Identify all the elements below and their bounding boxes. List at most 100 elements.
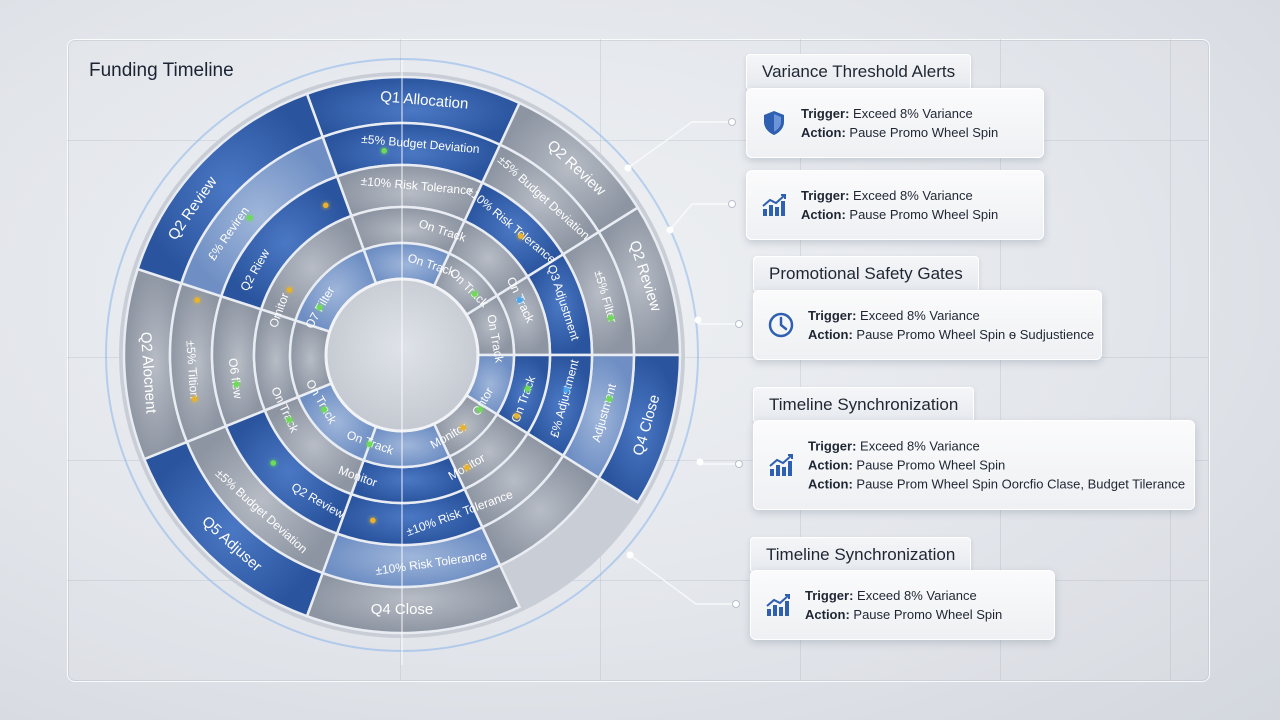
- rule-value: Exceed 8% Variance: [849, 188, 973, 203]
- rule-value: Pause Promo Wheel Spin: [849, 607, 1003, 622]
- panel-heading: Promotional Safety Gates: [753, 256, 979, 292]
- connector-line: [629, 554, 736, 605]
- panel-heading: Timeline Synchronization: [750, 537, 972, 573]
- status-dot: [607, 315, 614, 321]
- status-dot: [513, 413, 520, 419]
- rule-key: Trigger:: [805, 588, 854, 603]
- rule-key: Action:: [805, 607, 850, 622]
- trend-chart-icon: [766, 450, 796, 480]
- rule-line: Trigger: Exceed 8% Variance: [801, 186, 998, 205]
- connector-line: [697, 319, 739, 325]
- status-dot: [322, 202, 329, 209]
- grid-line: [1170, 39, 1171, 680]
- connector-node: [666, 226, 674, 234]
- rule-line: Action: Pause Promo Wheel Spin ѳ Sudjust…: [808, 325, 1094, 344]
- rule-line: Trigger: Exceed 8% Variance: [801, 104, 998, 123]
- rule-line: Action: Pause Promo Wheel Spin: [808, 456, 1185, 475]
- connector-node: [696, 458, 704, 466]
- rule-key: Action:: [801, 207, 846, 222]
- rule-value: Pause Prom Wheel Spin Oorcfio Clase, Bud…: [852, 476, 1186, 492]
- status-dot: [270, 460, 277, 466]
- clock-icon: [766, 310, 796, 340]
- status-dot: [563, 387, 570, 393]
- connector-node: [626, 551, 634, 559]
- wheel-label: Q2 Alocnent: [137, 331, 160, 415]
- rule-line: Trigger: Exceed 8% Variance: [808, 306, 1094, 325]
- status-dot: [321, 406, 327, 413]
- status-dot: [460, 424, 466, 431]
- rule-value: Pause Promo Wheel Spin: [852, 457, 1006, 473]
- panel-heading: Variance Threshold Alerts: [746, 54, 972, 90]
- connector-node: [694, 316, 702, 324]
- rule-value: Pause Promo Wheel Spin: [845, 207, 999, 222]
- status-dot: [471, 291, 478, 297]
- rule-line: Action: Pause Prom Wheel Spin Oorcfio Cl…: [808, 475, 1185, 494]
- connector-node: [732, 600, 740, 608]
- panel-heading: Timeline Synchronization: [753, 387, 975, 423]
- status-dot: [191, 396, 198, 402]
- status-dot: [524, 385, 531, 392]
- connector-line: [669, 203, 732, 231]
- rule-line: Action: Pause Promo Wheel Spin: [801, 123, 998, 142]
- wheel-label: O6 flew: [226, 357, 246, 400]
- rule-key: Trigger:: [808, 438, 857, 454]
- rule-key: Action:: [801, 125, 846, 140]
- rule-value: Exceed 8% Variance: [856, 308, 980, 323]
- shield-icon: [759, 108, 789, 138]
- status-dot: [233, 381, 240, 387]
- connector-line: [627, 121, 732, 169]
- rule-key: Action:: [808, 457, 853, 473]
- rule-line: Action: Pause Promo Wheel Spin: [805, 605, 1002, 624]
- status-dot: [246, 215, 253, 221]
- status-dot: [477, 406, 483, 413]
- status-dot: [370, 517, 376, 524]
- rule-value: Exceed 8% Variance: [856, 438, 980, 454]
- rule-value: Exceed 8% Variance: [853, 588, 977, 603]
- connector-line: [697, 461, 739, 465]
- rule-line: Action: Pause Promo Wheel Spin: [801, 205, 998, 224]
- status-dot: [517, 297, 523, 303]
- status-dot: [316, 304, 323, 311]
- page-title: Funding Timeline: [89, 60, 234, 81]
- trend-chart-icon: [759, 190, 789, 220]
- status-dot: [606, 396, 613, 402]
- status-dot: [286, 287, 293, 293]
- connector-node: [735, 320, 743, 328]
- rule-line: Trigger: Exceed 8% Variance: [805, 586, 1002, 605]
- trend-chart-icon: [763, 590, 793, 620]
- rule-value: Pause Promo Wheel Spin ѳ Sudjustience: [852, 327, 1095, 342]
- rule-value: Exceed 8% Variance: [849, 106, 973, 121]
- rule-key: Action:: [808, 476, 853, 492]
- status-dot: [517, 233, 524, 240]
- wheel-label: ±5% Tiltion: [183, 340, 201, 399]
- rule-key: Trigger:: [801, 188, 850, 203]
- status-dot: [194, 297, 201, 303]
- connector-node: [728, 200, 736, 208]
- rule-line: Trigger: Exceed 8% Variance: [808, 437, 1185, 456]
- status-dot: [464, 464, 470, 471]
- rule-key: Trigger:: [808, 308, 857, 323]
- connector-node: [728, 118, 736, 126]
- connector-node: [735, 460, 743, 468]
- status-dot: [381, 147, 387, 154]
- status-dot: [286, 417, 293, 423]
- rule-value: Pause Promo Wheel Spin: [845, 125, 999, 140]
- grid-line: [67, 140, 1208, 141]
- grid-line: [67, 580, 1208, 581]
- status-dot: [366, 441, 373, 448]
- wheel-label: Q4 Close: [371, 601, 434, 618]
- connector-node: [624, 164, 632, 172]
- rule-key: Trigger:: [801, 106, 850, 121]
- rule-key: Action:: [808, 327, 853, 342]
